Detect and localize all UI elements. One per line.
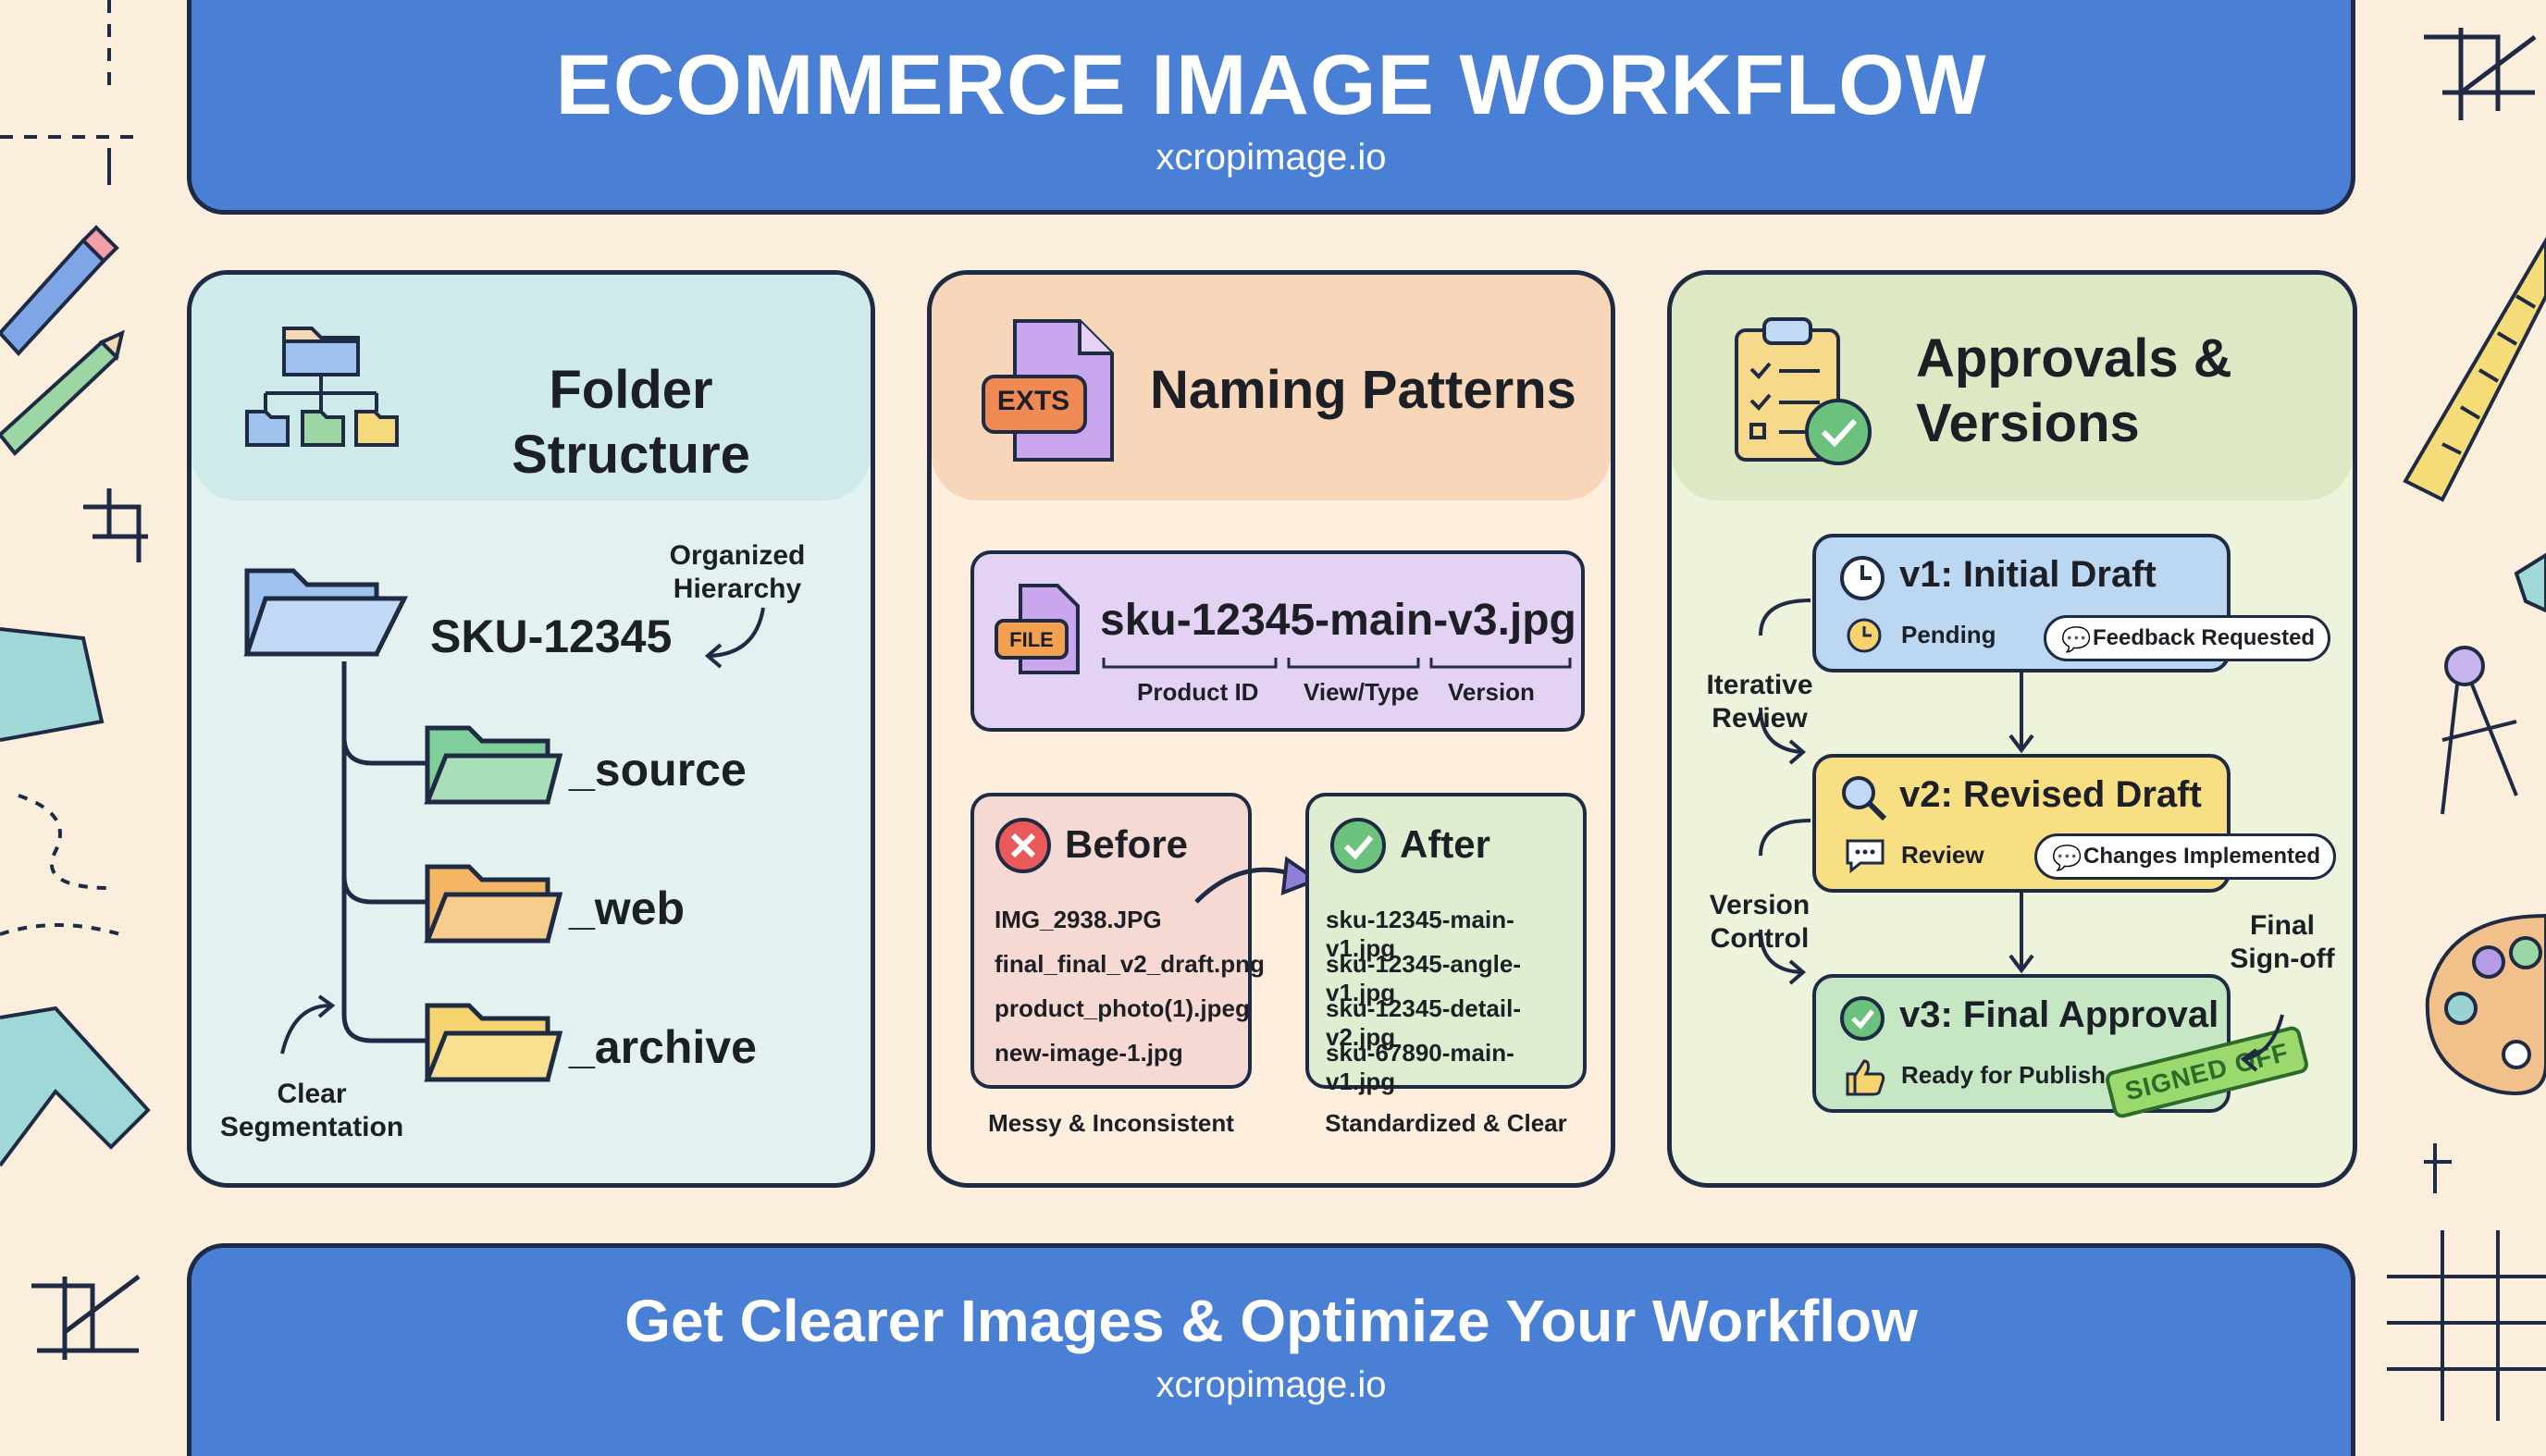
before-title: Before	[1065, 822, 1189, 866]
footer-url[interactable]: xcropimage.io	[1156, 1364, 1387, 1405]
after-title: After	[1400, 822, 1491, 866]
thumbs-up-icon	[1846, 1059, 1885, 1096]
naming-patterns-panel: EXTS Naming Patterns FILE sku-12345-main…	[927, 270, 1615, 1188]
pending-clock-icon	[1847, 618, 1882, 653]
file-extension-icon	[982, 319, 1114, 462]
after-file-2: sku-12345-angle-v1.jpg	[1326, 950, 1521, 1006]
before-file-2: final_final_v2_draft.png	[995, 950, 1265, 978]
part-view-type: View/Type	[1304, 678, 1419, 706]
part-product-id: Product ID	[1137, 678, 1259, 706]
ruler-icon	[2403, 237, 2546, 502]
v1-status: Pending	[1901, 621, 1996, 648]
v3-title: v3: Final Approval	[1899, 994, 2219, 1035]
naming-panel-title: Naming Patterns	[1150, 360, 1576, 420]
version-flow-arrows	[1759, 598, 2284, 1072]
v1-feedback-bubble: 💬 Feedback Requested	[2044, 615, 2331, 661]
header-url[interactable]: xcropimage.io	[1156, 137, 1387, 178]
file-icon	[995, 584, 1080, 674]
footer-banner: Get Clearer Images & Optimize Your Workf…	[187, 1243, 2355, 1456]
after-card: After sku-12345-main-v1.jpg sku-12345-an…	[1305, 793, 1587, 1095]
clock-icon	[1840, 556, 1885, 600]
after-caption: Standardized & Clear	[1325, 1109, 1567, 1137]
error-x-icon	[995, 818, 1051, 873]
approvals-versions-panel: Approvals &Versions v1: Initial Draft Pe…	[1667, 270, 2357, 1188]
web-folder-label: _web	[569, 882, 686, 934]
before-to-after-arrow	[1194, 856, 1321, 904]
background-decorations	[0, 0, 2546, 1421]
folder-structure-panel: Folder Structure SKU-12345 _source	[187, 270, 875, 1188]
filename-part-brackets	[1102, 658, 1572, 669]
pencil-icon	[0, 225, 125, 456]
part-version: Version	[1448, 678, 1535, 706]
v3-status: Ready for Publish	[1901, 1061, 2107, 1089]
root-folder-icon	[243, 568, 409, 657]
naming-example-card: FILE sku-12345-main-v3.jpg Product ID Vi…	[970, 550, 1585, 732]
chat-bubble-icon: 💬	[2052, 844, 2083, 871]
clipboard-checklist-icon	[1735, 317, 1872, 465]
before-card: Before IMG_2938.JPG final_final_v2_draft…	[970, 793, 1265, 1089]
v1-title: v1: Initial Draft	[1899, 554, 2157, 595]
check-circle-icon	[1840, 996, 1885, 1041]
file-badge-label: FILE	[1009, 628, 1054, 651]
approvals-panel-title: Approvals &Versions	[1916, 328, 2232, 453]
before-caption: Messy & Inconsistent	[988, 1109, 1234, 1137]
archive-folder-label: _archive	[569, 1021, 757, 1073]
v2-status: Review	[1901, 841, 1984, 869]
naming-example-filename: sku-12345-main-v3.jpg	[1100, 596, 1576, 645]
check-circle-icon	[1330, 818, 1386, 873]
folder-tree	[243, 568, 765, 1082]
after-file-4: sku-67890-main-v1.jpg	[1326, 1039, 1514, 1095]
palette-icon	[2425, 913, 2546, 1095]
exts-label: EXTS	[996, 386, 1070, 416]
before-file-4: new-image-1.jpg	[995, 1039, 1183, 1067]
folder-panel-title: Folder Structure	[512, 360, 750, 485]
v2-title: v2: Revised Draft	[1899, 774, 2202, 815]
hierarchy-folders-icon	[245, 327, 399, 447]
folder-panel-header	[192, 275, 871, 500]
after-file-3: sku-12345-detail-v2.jpg	[1326, 994, 1521, 1051]
footer-title: Get Clearer Images & Optimize Your Workf…	[624, 1288, 1918, 1354]
header-banner: ECOMMERCE IMAGE WORKFLOW xcropimage.io	[187, 0, 2355, 215]
root-folder-label: SKU-12345	[430, 611, 673, 662]
chat-bubble-icon: 💬	[2061, 625, 2092, 653]
magnifier-icon	[1842, 776, 1887, 821]
review-comment-icon	[1846, 839, 1885, 874]
source-folder-label: _source	[569, 744, 747, 796]
compass-icon	[2441, 552, 2546, 815]
before-file-1: IMG_2938.JPG	[995, 906, 1162, 933]
page-title: ECOMMERCE IMAGE WORKFLOW	[555, 38, 1987, 132]
v2-changes-bubble: 💬 Changes Implemented	[2034, 833, 2337, 880]
before-file-3: product_photo(1).jpeg	[995, 994, 1250, 1022]
after-file-1: sku-12345-main-v1.jpg	[1326, 906, 1514, 962]
